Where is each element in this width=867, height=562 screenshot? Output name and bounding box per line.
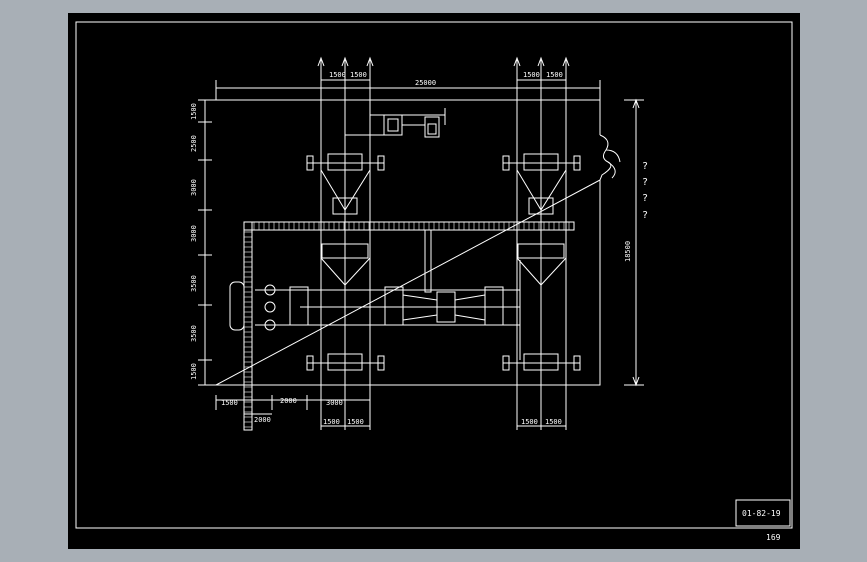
bottom-dim-left-pair-2: 1500: [347, 418, 364, 426]
left-dim-2: 2500: [190, 135, 198, 152]
drawing-sheet: 1500 1500 25000 1500 1500 1500 2500 3000…: [68, 13, 800, 549]
bottom-dim-below: 2000: [254, 416, 271, 424]
top-dim-right-2: 1500: [546, 71, 563, 79]
fence-notch: [599, 134, 612, 181]
frame-border: [75, 21, 793, 529]
left-dim-4: 3000: [190, 225, 198, 242]
left-dim-3: 3000: [190, 179, 198, 196]
bottom-dim-2: 2000: [280, 397, 297, 405]
substation-layout-drawing: 1500 1500 25000 1500 1500 1500 2500 3000…: [75, 21, 793, 542]
top-dim-right-1: 1500: [523, 71, 540, 79]
left-dim-1: 1500: [190, 103, 198, 120]
bottom-dim-1: 1500: [221, 399, 238, 407]
right-dim: 18500: [624, 241, 632, 262]
bottom-dim-3: 3000: [326, 399, 343, 407]
question-mark-1: ?: [642, 161, 648, 172]
site-boundary: [215, 99, 601, 386]
top-dim-left-1: 1500: [329, 71, 346, 79]
drawing-code: 01-82-19: [742, 509, 781, 518]
bottom-dim-left-pair-1: 1500: [323, 418, 340, 426]
question-mark-2: ?: [642, 177, 648, 188]
title-block: [735, 499, 791, 527]
page-number: 169: [766, 533, 781, 542]
question-mark-4: ?: [642, 210, 648, 221]
left-dim-6: 3500: [190, 325, 198, 342]
bottom-dim-right-pair-1: 1500: [521, 418, 538, 426]
top-dim-left-2: 1500: [350, 71, 367, 79]
bottom-dim-right-pair-2: 1500: [545, 418, 562, 426]
question-mark-3: ?: [642, 193, 648, 204]
left-dim-5: 3500: [190, 275, 198, 292]
left-dim-7: 1500: [190, 363, 198, 380]
top-dim-overall: 25000: [415, 79, 436, 87]
